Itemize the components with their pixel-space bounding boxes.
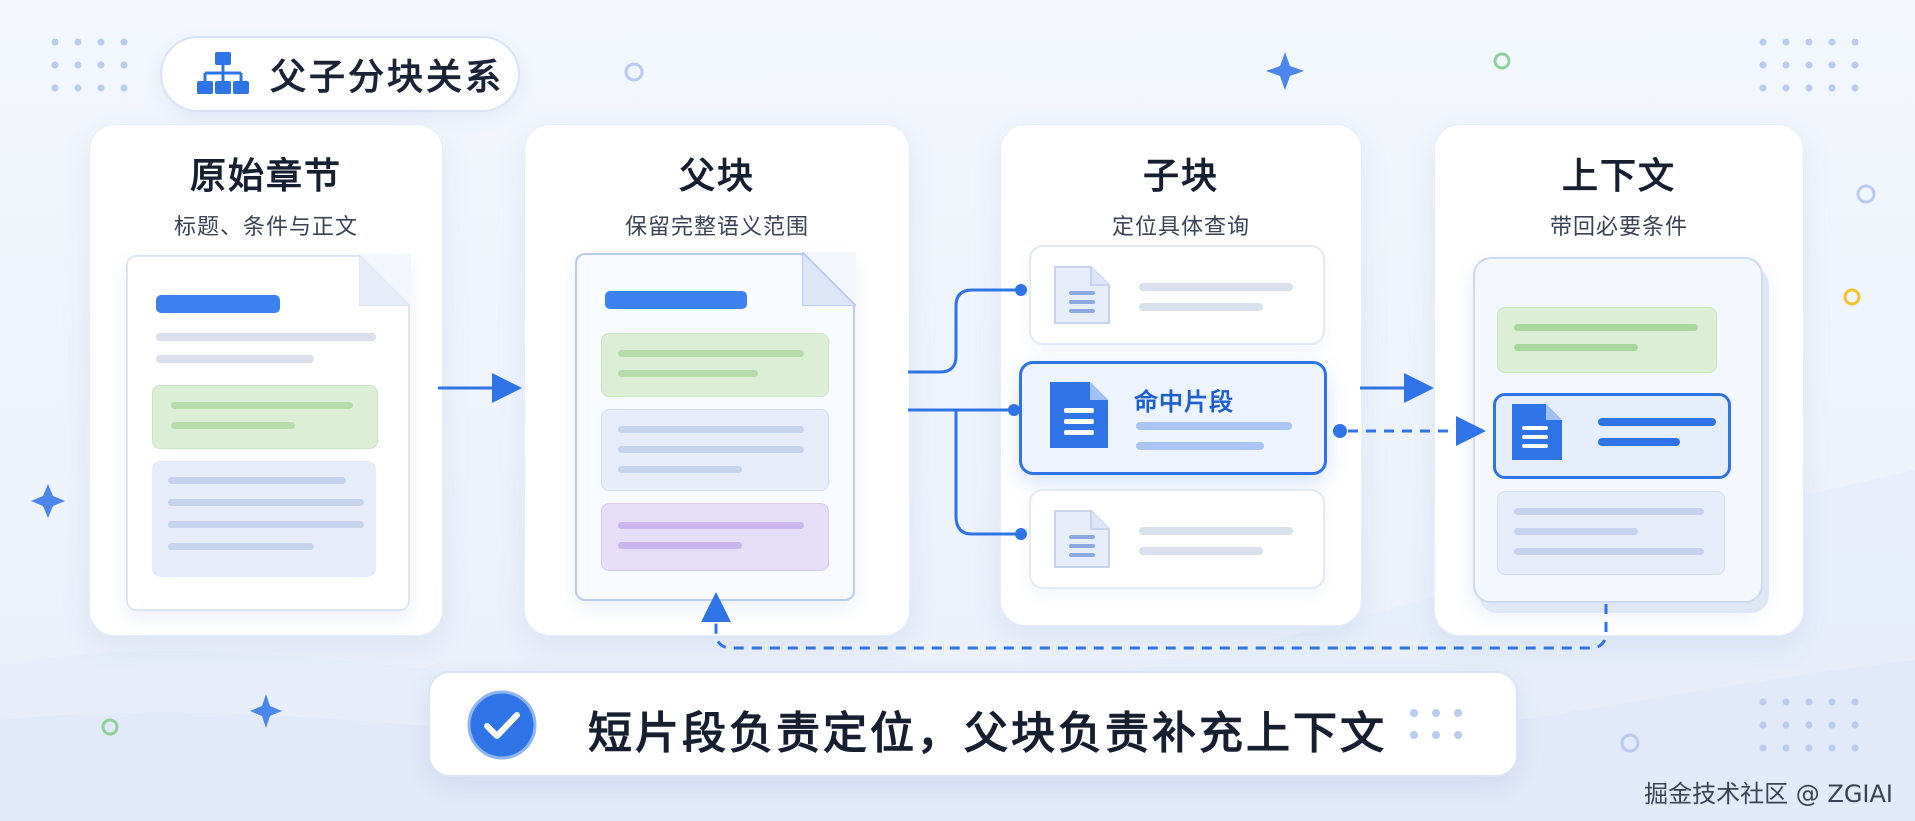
connector-parent-children [908, 288, 1020, 536]
parent-document-icon [575, 252, 856, 601]
document-icon [1050, 382, 1108, 448]
document-icon [126, 254, 411, 611]
title-badge: 父子分块关系 [160, 36, 520, 112]
document-icon [1512, 404, 1562, 460]
panel-subtitle: 定位具体查询 [1111, 215, 1250, 240]
document-icon [1054, 510, 1110, 568]
panel-subtitle: 标题、条件与正文 [173, 215, 358, 240]
child-chunk-hit: 命中片段 [1019, 361, 1327, 475]
hit-label: 命中片段 [1134, 388, 1234, 416]
check-icon [467, 690, 537, 760]
panel-parent-chunk: 父块 保留完整语义范围 [524, 124, 910, 636]
panel-subtitle: 保留完整语义范围 [624, 215, 809, 240]
context-document-icon [1473, 257, 1763, 603]
dashed-loop-context-to-parent [701, 592, 1608, 650]
document-icon [1054, 266, 1110, 324]
panel-title: 原始章节 [189, 156, 342, 197]
panel-title: 子块 [1142, 156, 1219, 197]
panel-context: 上下文 带回必要条件 [1434, 124, 1804, 636]
panel-subtitle: 带回必要条件 [1549, 215, 1688, 240]
child-chunk-1 [1029, 245, 1325, 345]
conclusion-banner: 短片段负责定位，父块负责补充上下文 [428, 671, 1518, 777]
watermark: 掘金技术社区 @ ZGIAI [1644, 780, 1893, 808]
panel-original-section: 原始章节 标题、条件与正文 [89, 124, 443, 636]
panel-child-chunks: 子块 定位具体查询 命中片段 [1000, 124, 1362, 626]
hierarchy-icon [197, 52, 249, 94]
conclusion-text: 短片段负责定位，父块负责补充上下文 [588, 708, 1387, 759]
panel-title: 父块 [678, 156, 755, 197]
decorative-dots [1410, 709, 1462, 739]
page-title: 父子分块关系 [270, 57, 505, 98]
child-chunk-3 [1029, 489, 1325, 589]
panel-title: 上下文 [1561, 156, 1676, 197]
